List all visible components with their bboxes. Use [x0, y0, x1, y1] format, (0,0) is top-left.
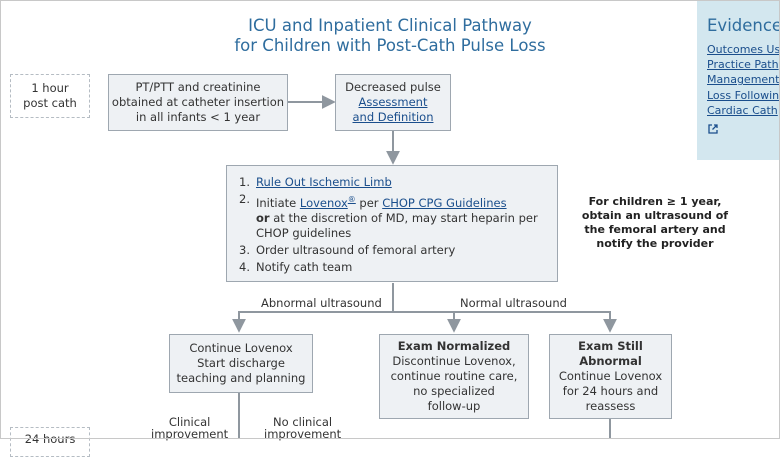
step-2-mid: per: [355, 195, 383, 210]
box-initial-steps: 1. Rule Out Ischemic Limb 2. Initiate Lo…: [226, 165, 558, 282]
evidence-link-practice-pathway[interactable]: Practice Path: [707, 58, 779, 72]
time-label-24-hours: 24 hours: [10, 427, 90, 457]
ptt-line-1: PT/PTT and creatinine: [135, 80, 261, 94]
abnormal-line-2: for 24 hours and: [562, 384, 659, 398]
step-2-prefix: Initiate: [256, 195, 300, 210]
box-continue-lovenox: Continue Lovenox Start discharge teachin…: [169, 334, 313, 393]
step-4-text: Notify cath team: [256, 259, 353, 274]
rule-out-ischemic-limb-link[interactable]: Rule Out Ischemic Limb: [256, 175, 392, 189]
normalized-title: Exam Normalized: [397, 339, 511, 353]
evidence-panel: Evidence Outcomes Us Practice Path Manag…: [697, 0, 780, 160]
lovenox-link[interactable]: Lovenox: [299, 195, 348, 210]
time-label-24-text: 24 hours: [24, 432, 76, 446]
registered-mark: ®: [347, 195, 356, 204]
pulse-line-1: Decreased pulse: [345, 80, 441, 94]
note-line-3: the femoral artery and: [584, 223, 726, 236]
chop-cpg-guidelines-link[interactable]: CHOP CPG Guidelines: [382, 195, 507, 210]
title-line-2: for Children with Post-Cath Pulse Loss: [234, 36, 546, 55]
clinical-line-2: improvement: [151, 427, 229, 441]
definition-link[interactable]: and Definition: [352, 110, 434, 124]
abnormal-line-1: Continue Lovenox: [558, 369, 663, 383]
noclinical-line-1: No clinical: [273, 415, 333, 429]
evidence-title: Evidence: [707, 16, 780, 35]
box-decreased-pulse: Decreased pulse Assessment and Definitio…: [335, 74, 451, 131]
external-link-icon[interactable]: [707, 120, 780, 139]
abnormal-ultrasound-label: Abnormal ultrasound: [261, 296, 382, 310]
time-label-1-hour: 1 hour post cath: [10, 74, 90, 118]
flow-connectors: [232, 95, 617, 439]
step-number: 3.: [239, 242, 250, 257]
continue-line-2: Start discharge: [197, 356, 285, 370]
clinical-line-1: Clinical: [168, 415, 211, 429]
step-1: 1. Rule Out Ischemic Limb: [239, 175, 547, 190]
page-title: ICU and Inpatient Clinical Pathway for C…: [150, 16, 630, 56]
box-ptt-creatinine: PT/PTT and creatinine obtained at cathet…: [108, 74, 288, 131]
normal-ultrasound-label: Normal ultrasound: [460, 296, 567, 310]
evidence-link-cardiac-cath[interactable]: Cardiac Cath: [707, 103, 778, 117]
step-3: 3. Order ultrasound of femoral artery: [239, 243, 547, 258]
time-label-line-1: 1 hour: [31, 81, 69, 95]
normalized-line-3: no specialized: [413, 384, 495, 398]
continue-line-3: teaching and planning: [176, 371, 306, 385]
assessment-link[interactable]: Assessment: [358, 95, 428, 109]
side-note-children-over-1-year: For children ≥ 1 year, obtain an ultraso…: [572, 195, 738, 251]
normalized-line-4: follow-up: [427, 399, 481, 413]
step-2: 2. Initiate Lovenox® per CHOP CPG Guidel…: [239, 192, 547, 211]
time-label-line-2: post cath: [23, 96, 77, 110]
note-line-1: For children ≥ 1 year,: [588, 195, 722, 208]
step-4: 4. Notify cath team: [239, 260, 547, 275]
evidence-link-outcomes[interactable]: Outcomes Us: [707, 43, 780, 56]
abnormal-line-3: reassess: [585, 399, 636, 413]
normalized-line-1: Discontinue Lovenox,: [392, 354, 516, 368]
step-number: 4.: [239, 259, 250, 274]
step-3-text: Order ultrasound of femoral artery: [256, 242, 456, 257]
box-exam-normalized: Exam Normalized Discontinue Lovenox, con…: [379, 334, 529, 419]
evidence-link-loss-following[interactable]: Loss Followin: [707, 88, 780, 102]
ptt-line-2: obtained at catheter insertion: [111, 95, 285, 109]
step-2-or: or: [256, 210, 270, 225]
no-clinical-improvement-label: No clinical improvement: [264, 416, 341, 440]
step-2-rest: at the discretion of MD, may start hepar…: [269, 210, 538, 225]
clinical-improvement-label: Clinical improvement: [151, 416, 228, 440]
abnormal-title-2: Abnormal: [579, 354, 642, 368]
evidence-link-management[interactable]: Management: [707, 73, 780, 87]
step-number: 1.: [239, 175, 250, 189]
noclinical-line-2: improvement: [264, 427, 342, 441]
abnormal-title-1: Exam Still: [578, 339, 643, 353]
note-line-4: notify the provider: [596, 237, 714, 250]
step-number: 2.: [239, 192, 250, 206]
box-exam-still-abnormal: Exam Still Abnormal Continue Lovenox for…: [549, 334, 672, 419]
continue-line-1: Continue Lovenox: [189, 341, 293, 355]
title-line-1: ICU and Inpatient Clinical Pathway: [248, 16, 532, 35]
step-2-line-2: or at the discretion of MD, may start he…: [239, 211, 547, 226]
note-line-2: obtain an ultrasound of: [581, 209, 729, 222]
ptt-line-3: in all infants < 1 year: [135, 110, 261, 124]
step-2-line-3: CHOP guidelines: [256, 225, 352, 240]
normalized-line-2: continue routine care,: [390, 369, 518, 383]
